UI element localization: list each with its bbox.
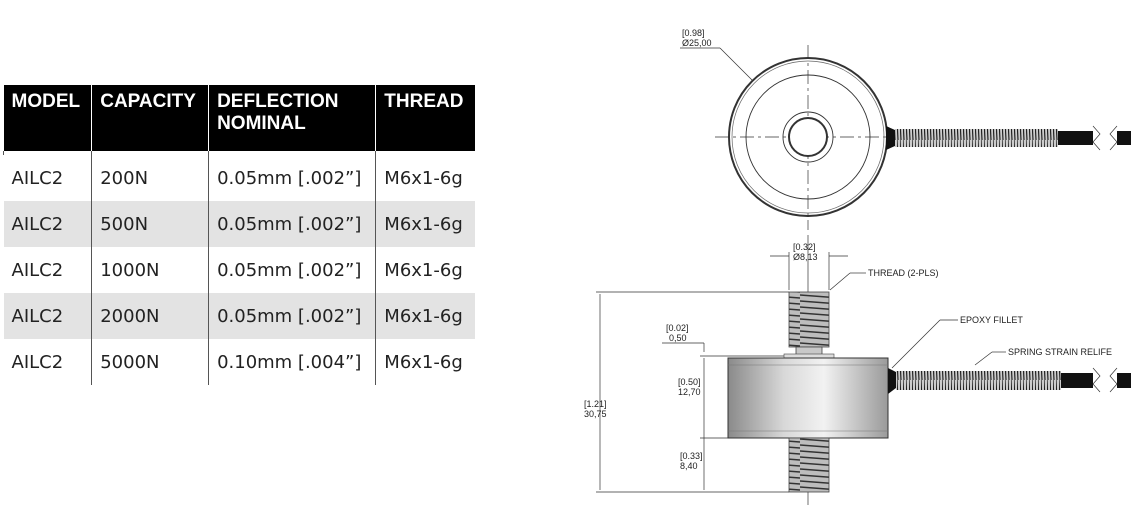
- dim-total-mm: 30,75: [584, 409, 607, 419]
- side-view: [0.32] Ø8,13 THREAD (2-PLS) EPOXY FILLET…: [584, 235, 1131, 505]
- header-capacity: CAPACITY: [91, 85, 209, 151]
- dim-lip-in: [0.02]: [666, 323, 689, 333]
- header-text: DEFLECTION: [217, 91, 339, 112]
- cable: [1058, 131, 1093, 145]
- dim-diameter-in: [0.98]: [682, 28, 705, 38]
- header-text: MODEL: [11, 91, 81, 112]
- cell-model: AILC2: [3, 293, 92, 339]
- header-text: THREAD: [384, 91, 464, 112]
- header-model: MODEL: [3, 85, 92, 151]
- dim-thread-dia-mm: Ø8,13: [793, 252, 818, 262]
- bottom-thread: [788, 437, 830, 493]
- cell-capacity: 5000N: [91, 339, 209, 385]
- cell-deflection: 0.05mm [.002”]: [208, 155, 376, 201]
- cell-model: AILC2: [11, 167, 64, 189]
- epoxy-label: EPOXY FILLET: [960, 315, 1023, 325]
- dim-total-in: [1.21]: [584, 399, 607, 409]
- spring-strain-relief: [895, 129, 1058, 147]
- dim-lip-mm: 0,50: [669, 333, 687, 343]
- cell-model: AILC2: [11, 259, 64, 281]
- header-text: CAPACITY: [100, 91, 196, 112]
- header-text: NOMINAL: [217, 113, 306, 134]
- cell-deflection: 0.05mm [.002”]: [208, 201, 376, 247]
- cell-deflection: 0.05mm [.002”]: [208, 247, 376, 293]
- dim-body-in: [0.50]: [678, 377, 701, 387]
- cell-capacity: 1000N: [91, 247, 209, 293]
- cell-thread: M6x1-6g: [375, 155, 475, 201]
- top-thread: [788, 291, 830, 348]
- thread-label: THREAD (2-PLS): [868, 268, 939, 278]
- cell-capacity: 200N: [91, 155, 209, 201]
- dim-body-mm: 12,70: [678, 387, 701, 397]
- cell-capacity: 2000N: [91, 293, 209, 339]
- dim-thread-dia-in: [0.32]: [793, 242, 816, 252]
- load-cell-body: [727, 357, 889, 439]
- cell-thread: M6x1-6g: [375, 293, 475, 339]
- dim-diameter-mm: Ø25,00: [682, 38, 712, 48]
- cell-model: AILC2: [3, 201, 92, 247]
- spring-label: SPRING STRAIN RELIFE: [1008, 347, 1112, 357]
- top-view: [0.98] Ø25,00: [680, 28, 1131, 230]
- cell-deflection: 0.05mm [.002”]: [208, 293, 376, 339]
- cell-thread: M6x1-6g: [375, 247, 475, 293]
- header-thread: THREAD: [375, 85, 475, 151]
- cell-deflection: 0.10mm [.004”]: [208, 339, 376, 385]
- cell-model: AILC2: [11, 351, 64, 373]
- cell-thread: M6x1-6g: [375, 201, 475, 247]
- dim-stud-mm: 8,40: [680, 461, 698, 471]
- dim-stud-in: [0.33]: [680, 451, 703, 461]
- cell-thread: M6x1-6g: [375, 339, 475, 385]
- cell-capacity: 500N: [91, 201, 209, 247]
